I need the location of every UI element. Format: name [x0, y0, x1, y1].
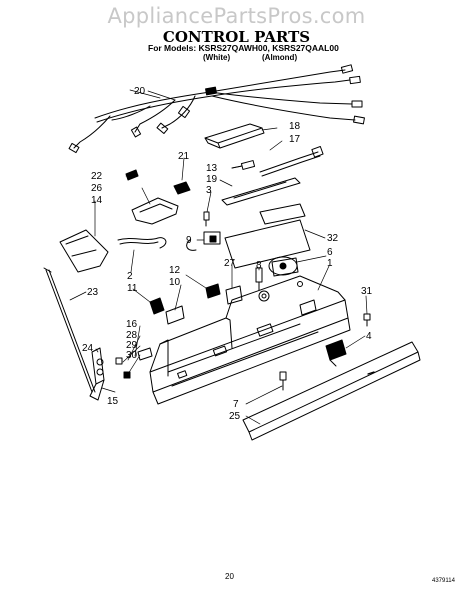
- thermostat-capillary-tube: [259, 146, 324, 177]
- insulation-panel: [224, 203, 311, 269]
- callout-9: 9: [186, 235, 192, 246]
- bottom-screw: [279, 371, 287, 391]
- page-number: 20: [225, 572, 234, 581]
- callout-26: 26: [91, 183, 103, 194]
- socket-bracket: [149, 297, 185, 325]
- callout-25: 25: [229, 411, 241, 422]
- callout-leader-lines: [69, 90, 368, 425]
- callout-1: 1: [327, 258, 333, 269]
- callout-31: 31: [361, 286, 373, 297]
- callout-17: 17: [289, 134, 301, 145]
- callout-22: 22: [91, 171, 103, 182]
- sensor-bulb: [231, 160, 256, 170]
- callout-32: 32: [327, 233, 339, 244]
- callout-2: 2: [127, 271, 133, 282]
- document-number: 4379114: [432, 578, 455, 584]
- callout-8: 8: [256, 260, 262, 271]
- small-clip: [125, 169, 139, 181]
- control-bezel: [131, 197, 179, 225]
- mounting-screw: [363, 313, 371, 327]
- screw: [203, 211, 210, 227]
- callout-16: 16: [126, 319, 138, 330]
- lamp-socket: [205, 283, 221, 299]
- callout-4: 4: [366, 331, 372, 342]
- control-housing: [149, 275, 351, 405]
- callout-27: 27: [224, 258, 236, 269]
- callout-15: 15: [107, 396, 119, 407]
- callout-19: 19: [206, 174, 218, 185]
- callout-18: 18: [289, 121, 301, 132]
- callout-20: 20: [134, 86, 146, 97]
- variant-white-label: (White): [203, 53, 231, 62]
- mounting-bracket: [221, 177, 301, 206]
- light-shield: [59, 229, 109, 273]
- callout-21: 21: [178, 151, 190, 162]
- callout-3: 3: [206, 185, 212, 196]
- variant-almond-label: (Almond): [262, 53, 298, 62]
- control-rod: [43, 267, 96, 393]
- wire-shield: [225, 285, 243, 305]
- callout-23: 23: [87, 287, 99, 298]
- callout-29: 29: [126, 340, 138, 351]
- callout-6: 6: [327, 247, 333, 258]
- callout-12: 12: [169, 265, 181, 276]
- thermostat-knob: [255, 267, 263, 291]
- callout-24: 24: [82, 343, 94, 354]
- callout-10: 10: [169, 277, 181, 288]
- callout-28: 28: [126, 330, 138, 341]
- light-switch: [186, 231, 221, 251]
- light-switch-right: [325, 339, 347, 367]
- callout-11: 11: [127, 283, 138, 294]
- wiring-harness: [68, 64, 365, 154]
- callout-30: 30: [126, 350, 138, 361]
- air-diffuser-cover: [204, 123, 265, 149]
- callout-14: 14: [91, 195, 103, 206]
- thermostat-control: [268, 256, 299, 277]
- callout-7: 7: [233, 399, 239, 410]
- models-line: For Models: KSRS27QAWH00, KSRS27QAAL00: [148, 43, 339, 53]
- knob: [173, 181, 191, 195]
- page-title: CONTROL PARTS: [162, 28, 311, 46]
- front-trim-strip: [242, 341, 421, 441]
- drain-tube: [117, 237, 167, 249]
- watermark: AppliancePartsPros.com: [107, 4, 366, 28]
- callout-13: 13: [206, 163, 218, 174]
- hinge-assembly: [89, 347, 153, 401]
